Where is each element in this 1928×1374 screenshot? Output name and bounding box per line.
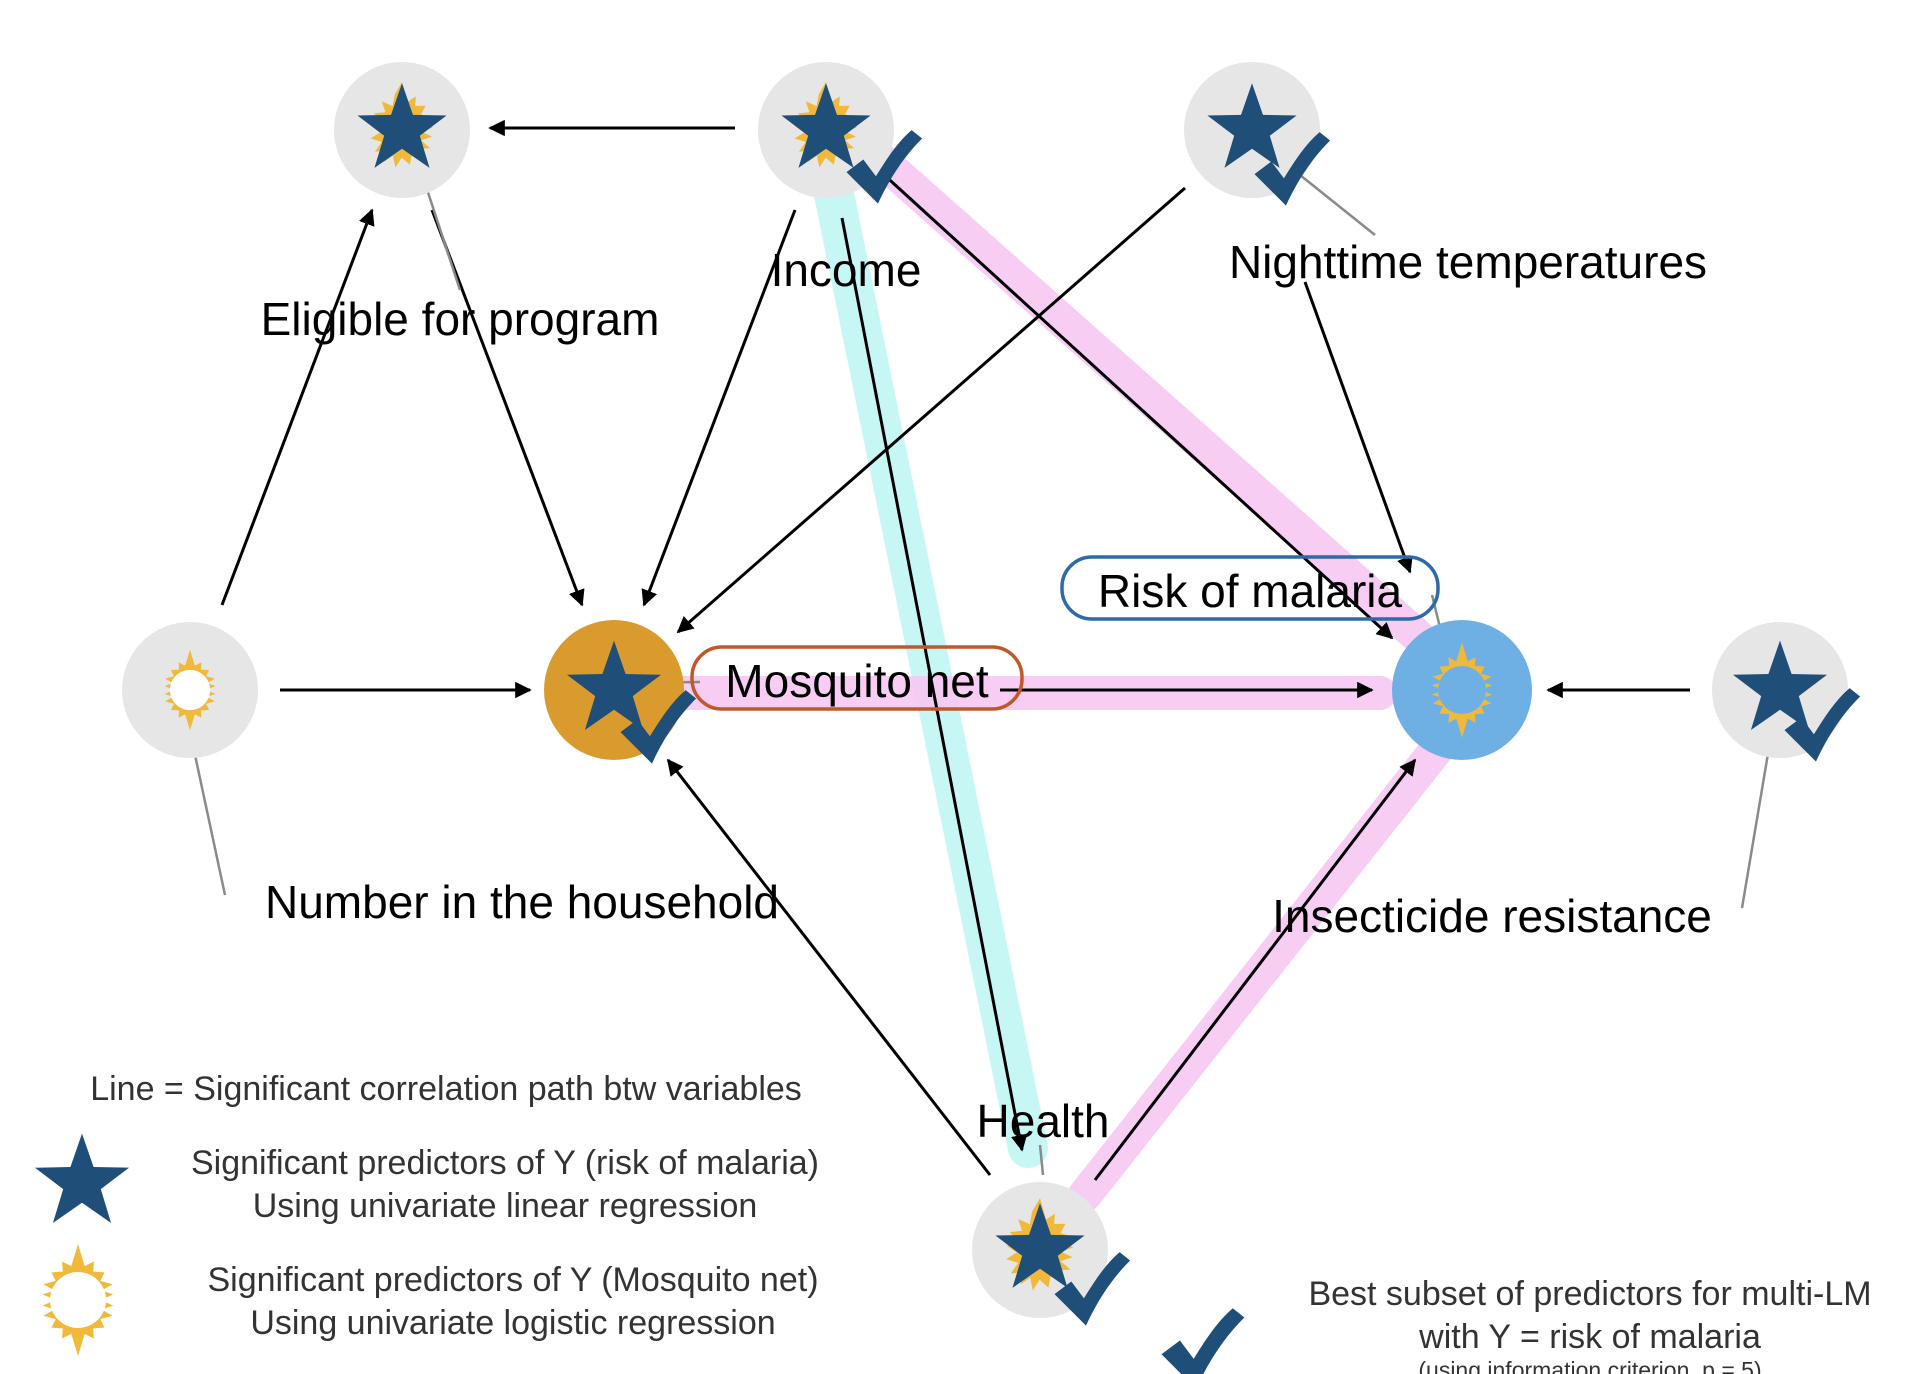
label-eligible: Eligible for program xyxy=(261,293,660,345)
node-income xyxy=(758,62,923,204)
legend-star-line2: Using univariate linear regression xyxy=(253,1187,758,1225)
legend-line-text: Line = Significant correlation path btw … xyxy=(90,1070,802,1108)
risk-of-malaria-label-box: Risk of malaria xyxy=(1060,555,1440,621)
leader-household xyxy=(193,754,227,896)
arrow-nighttime-to-mosquito xyxy=(676,186,1186,634)
label-nighttime: Nighttime temperatures xyxy=(1229,236,1707,288)
label-mosquito: Mosquito net xyxy=(725,655,989,707)
arrows xyxy=(220,119,1690,1181)
arrow-income-to-health xyxy=(840,217,1028,1152)
arrow-eligible-to-mosquito xyxy=(430,209,585,607)
node-household xyxy=(122,622,258,758)
arrow-nighttime-to-risk xyxy=(1303,281,1413,574)
mosquito-net-label-box: Mosquito net xyxy=(690,645,1024,711)
legend-sun-icon xyxy=(42,1244,114,1356)
legend-star-icon xyxy=(34,1133,130,1223)
arrow-health-to-mosquito xyxy=(666,758,992,1176)
label-household: Number in the household xyxy=(265,876,779,928)
legend-check-line3: (using information criterion, p = 5) xyxy=(1418,1357,1761,1374)
mosquito-net-box xyxy=(690,645,1024,711)
node-eligible xyxy=(334,62,470,198)
legend-check-line1: Best subset of predictors for multi-LM xyxy=(1308,1275,1871,1313)
label-risk: Risk of malaria xyxy=(1098,565,1403,617)
node-risk-inner xyxy=(1438,666,1486,714)
legend-check-line2: with Y = risk of malaria xyxy=(1418,1318,1761,1356)
label-insecticide: Insecticide resistance xyxy=(1272,890,1712,942)
leader-health xyxy=(1038,1144,1045,1176)
node-mosquito xyxy=(544,620,697,764)
legend-sun-line2: Using univariate logistic regression xyxy=(250,1304,775,1342)
node-labels: Eligible for program Income Nighttime te… xyxy=(261,236,1712,1147)
arrow-income-to-mosquito xyxy=(641,209,797,607)
risk-of-malaria-box xyxy=(1060,555,1440,621)
node-nighttime xyxy=(1184,62,1331,206)
label-health: Health xyxy=(977,1095,1110,1147)
pink-highlight-path-health-risk xyxy=(1068,728,1457,1212)
legend-check-icon xyxy=(1161,1308,1245,1374)
arrow-health-to-risk xyxy=(1093,758,1417,1181)
node-health xyxy=(972,1182,1131,1326)
legend: Line = Significant correlation path btw … xyxy=(34,1070,1872,1374)
node-risk xyxy=(1392,620,1532,760)
legend-star-line1: Significant predictors of Y (risk of mal… xyxy=(191,1144,819,1182)
legend-sun-line1: Significant predictors of Y (Mosquito ne… xyxy=(207,1261,818,1299)
node-insecticide xyxy=(1712,622,1861,762)
arrow-household-to-eligible xyxy=(220,208,375,606)
label-income: Income xyxy=(771,244,922,296)
